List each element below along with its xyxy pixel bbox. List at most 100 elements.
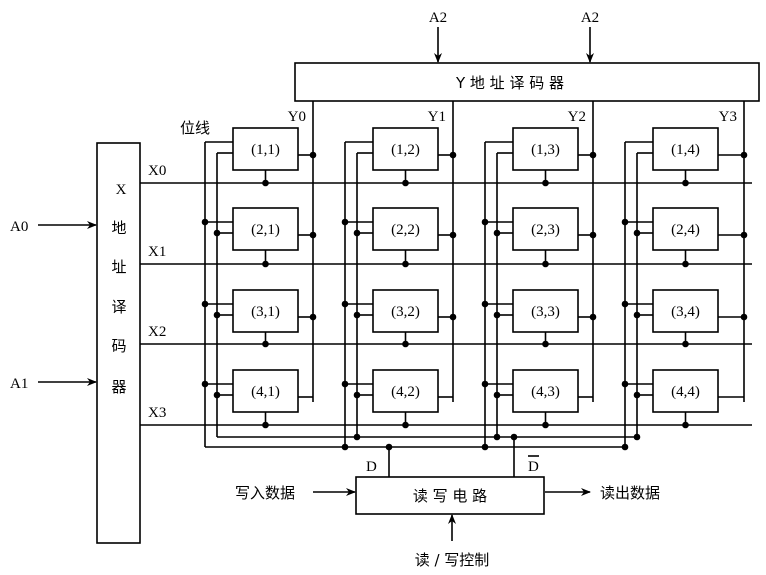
junction-dot (402, 421, 409, 429)
junction-dot (682, 260, 689, 268)
memory-cell-label: (3,1) (251, 304, 280, 320)
junction-dot (402, 260, 409, 268)
junction-dot (542, 421, 549, 429)
svg-text:读出数据: 读出数据 (600, 484, 660, 502)
svg-text:A0: A0 (10, 219, 28, 235)
junction-dot (589, 231, 597, 239)
junction-dot (740, 231, 748, 239)
junction-dot (510, 433, 518, 441)
svg-text:X: X (116, 182, 127, 198)
junction-dot (682, 421, 689, 429)
memory-cell-label: (2,3) (531, 222, 560, 238)
memory-cell (512, 289, 579, 333)
junction-dot (621, 300, 629, 308)
junction-dot (449, 313, 457, 321)
x-output-label: X2 (148, 324, 166, 340)
svg-text:A2: A2 (581, 10, 599, 26)
y-address-decoder: Y 地 址 译 码 器 (294, 62, 760, 102)
junction-dot (542, 179, 549, 187)
memory-cell-label: (4,1) (251, 384, 280, 400)
d-label: D (366, 459, 377, 475)
junction-dot (493, 311, 501, 319)
junction-dot (740, 151, 748, 159)
junction-dot (633, 229, 641, 237)
memory-cell-label: (2,4) (671, 222, 700, 238)
junction-dot (402, 179, 409, 187)
x-decoder-input-a1: A1 (10, 376, 97, 392)
svg-text:A2: A2 (429, 10, 447, 26)
junction-dot (633, 391, 641, 399)
x-output-label: X3 (148, 405, 166, 421)
memory-cell (652, 289, 719, 333)
junction-dot (481, 300, 489, 308)
rw-control-input: 读 / 写控制 (415, 514, 489, 569)
memory-cell-label: (1,4) (671, 142, 700, 158)
memory-cell-label: (3,4) (671, 304, 700, 320)
junction-dot (481, 380, 489, 388)
junction-dot (309, 151, 317, 159)
memory-cell (652, 127, 719, 171)
memory-cell-label: (2,1) (251, 222, 280, 238)
memory-cell-label: (1,1) (251, 142, 280, 158)
junction-dot (309, 313, 317, 321)
junction-dot (341, 300, 349, 308)
y-output-label: Y2 (568, 109, 586, 125)
y-output-label: Y3 (719, 109, 737, 125)
junction-dot (262, 179, 269, 187)
write-data-input: 写入数据 (235, 484, 356, 502)
junction-dot (213, 391, 221, 399)
memory-cell (512, 207, 579, 251)
junction-dot (542, 260, 549, 268)
y-output-label: Y0 (288, 109, 306, 125)
junction-dot (341, 218, 349, 226)
junction-dot (262, 421, 269, 429)
junction-dot (213, 311, 221, 319)
junction-dot (402, 340, 409, 348)
memory-cell (232, 369, 299, 413)
svg-text:A1: A1 (10, 376, 28, 392)
memory-cell-label: (3,2) (391, 304, 420, 320)
x-decoder-input-a0: A0 (10, 219, 97, 235)
junction-dot (589, 313, 597, 321)
junction-dot (589, 151, 597, 159)
memory-cell (372, 289, 439, 333)
y-decoder-input-a2-right: A2 (581, 10, 599, 63)
svg-text:译: 译 (111, 298, 126, 316)
junction-dot (493, 229, 501, 237)
x-output-label: X1 (148, 244, 166, 260)
junction-dot (262, 260, 269, 268)
memory-cell (372, 127, 439, 171)
dbar-label: D (528, 459, 539, 475)
junction-dot (493, 391, 501, 399)
memory-cell-label: (1,3) (531, 142, 560, 158)
junction-dot (542, 340, 549, 348)
junction-dot (449, 151, 457, 159)
memory-cell (372, 369, 439, 413)
junction-dot (201, 218, 209, 226)
junction-dot (201, 380, 209, 388)
y-decoder-input-a2-left: A2 (429, 10, 447, 63)
junction-dot (621, 380, 629, 388)
junction-dot (449, 231, 457, 239)
y-output-label: Y1 (428, 109, 446, 125)
svg-text:地: 地 (111, 219, 126, 237)
memory-cell (372, 207, 439, 251)
svg-text:码: 码 (111, 337, 126, 355)
rw-circuit-label: 读 写 电 路 (413, 487, 487, 505)
memory-cell (232, 289, 299, 333)
memory-cell (232, 207, 299, 251)
junction-dot (633, 311, 641, 319)
junction-dot (201, 300, 209, 308)
memory-cell-label: (4,3) (531, 384, 560, 400)
read-data-output: 读出数据 (545, 484, 660, 502)
junction-dot (213, 229, 221, 237)
memory-cell (512, 369, 579, 413)
junction-dot (682, 340, 689, 348)
junction-dot (341, 380, 349, 388)
svg-text:写入数据: 写入数据 (235, 484, 295, 502)
memory-cell-label: (4,2) (391, 384, 420, 400)
memory-cell-label: (2,2) (391, 222, 420, 238)
bitline-label: 位线 (180, 119, 210, 137)
